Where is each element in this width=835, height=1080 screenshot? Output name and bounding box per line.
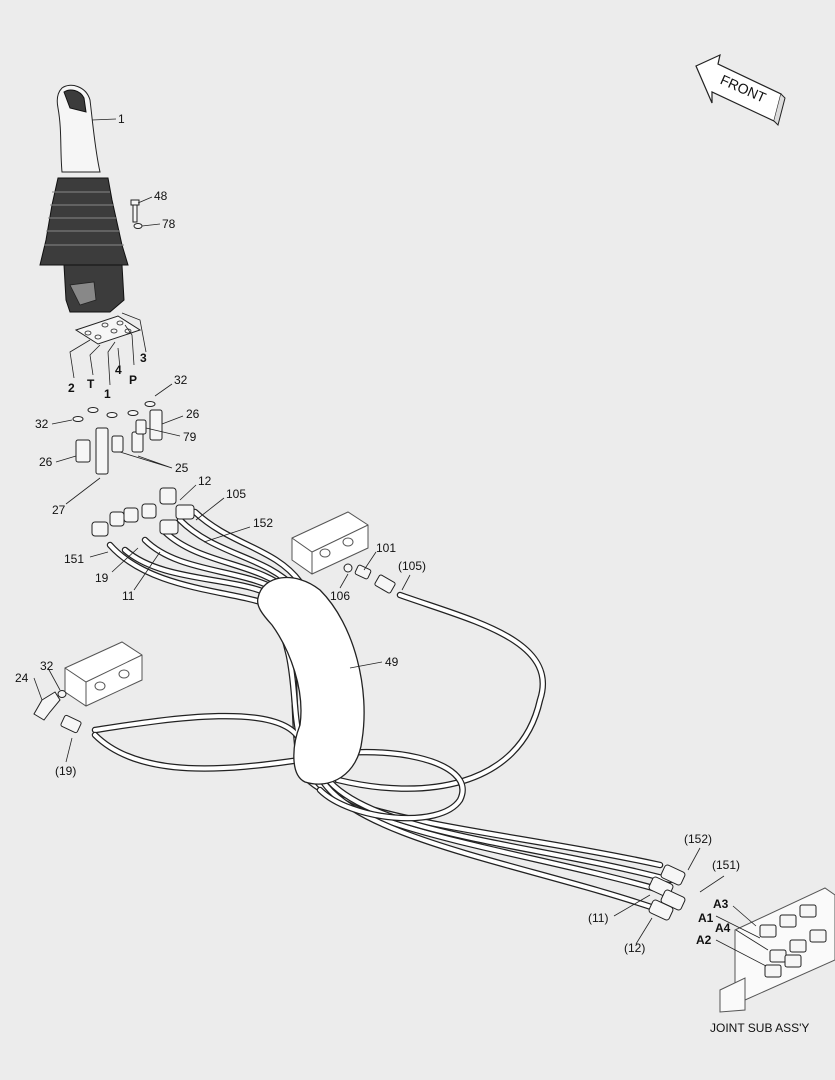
- port-label-P: P: [129, 373, 137, 387]
- callout-11: 11: [122, 589, 135, 603]
- callout-152-ref: (152): [684, 832, 712, 846]
- callout-152: 152: [253, 516, 273, 530]
- callout-12-ref: (12): [624, 941, 645, 955]
- port-label-T: T: [87, 377, 95, 391]
- port-label-4: 4: [115, 363, 122, 377]
- front-arrow: FRONT: [695, 53, 786, 126]
- assembly-label: JOINT SUB ASS'Y: [710, 1021, 809, 1035]
- callout-26-left: 26: [39, 455, 53, 469]
- mounting-bolt: [130, 199, 143, 229]
- callout-101: 101: [376, 541, 396, 555]
- joystick-lever: [39, 84, 129, 313]
- callout-24: 24: [15, 671, 29, 685]
- joint-sub-assembly: [719, 887, 835, 1013]
- callout-32-left: 32: [35, 417, 49, 431]
- callout-49: 49: [385, 655, 399, 669]
- leader-lines: [33, 118, 769, 967]
- callout-27: 27: [52, 503, 66, 517]
- callout-105-ref: (105): [398, 559, 426, 573]
- callout-105: 105: [226, 487, 246, 501]
- callout-48: 48: [154, 189, 168, 203]
- upper-joint-block: [291, 511, 396, 594]
- callout-A4: A4: [715, 921, 731, 935]
- callout-A3: A3: [713, 897, 729, 911]
- protective-sleeve: [256, 576, 365, 785]
- callout-A2: A2: [696, 933, 712, 947]
- o-rings: [72, 401, 156, 422]
- callout-11-ref: (11): [588, 911, 608, 925]
- callout-151-ref: (151): [712, 858, 740, 872]
- callout-151: 151: [64, 552, 84, 566]
- callout-25: 25: [175, 461, 189, 475]
- callout-32-right: 32: [174, 373, 188, 387]
- callout-26-right: 26: [186, 407, 200, 421]
- callout-1: 1: [118, 112, 125, 126]
- callout-19: 19: [95, 571, 109, 585]
- port-label-3: 3: [140, 351, 147, 365]
- callout-labels: 1 48 78 2 T 1 4 P 3 32 32 26 79 26 25 27…: [15, 112, 809, 1035]
- callout-A1: A1: [698, 911, 714, 925]
- port-plate: [74, 315, 142, 345]
- port-label-1: 1: [104, 387, 111, 401]
- callout-19-ref: (19): [55, 764, 76, 778]
- callout-12: 12: [198, 474, 212, 488]
- lower-joint-block: [33, 641, 143, 734]
- port-label-2: 2: [68, 381, 75, 395]
- callout-79: 79: [183, 430, 197, 444]
- callout-78: 78: [162, 217, 176, 231]
- callout-106: 106: [330, 589, 350, 603]
- hose-fittings-top: [91, 487, 195, 537]
- hose-fittings-bottom: [648, 864, 686, 921]
- adapters: [75, 409, 163, 475]
- callout-32-lower: 32: [40, 659, 54, 673]
